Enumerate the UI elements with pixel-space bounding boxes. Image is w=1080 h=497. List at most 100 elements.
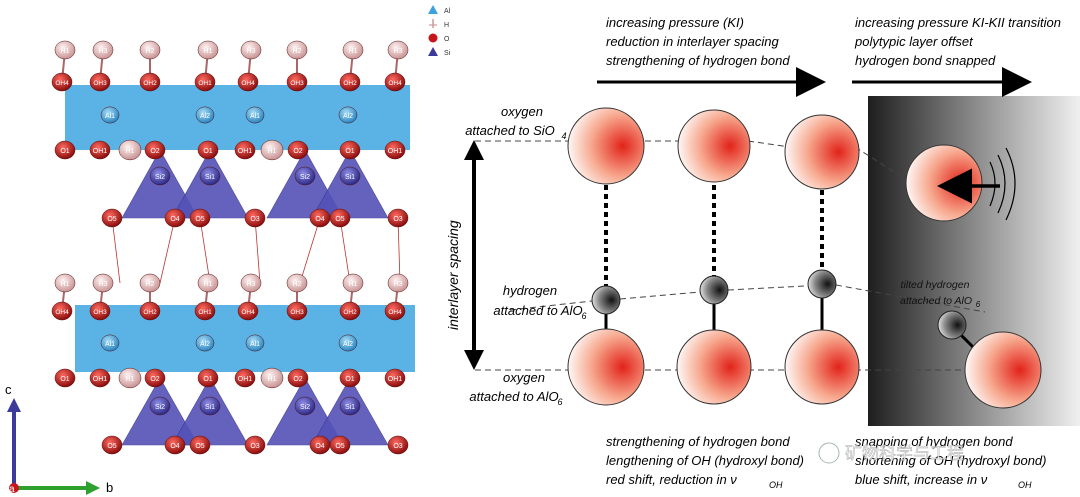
hydroxyl-oxygen-atom: OH4 bbox=[51, 301, 73, 321]
hydroxyl-oxygen-atom-label: OH2 bbox=[343, 309, 357, 316]
oxygen-atom-label: O3 bbox=[393, 443, 402, 450]
hydroxyl-oxygen-atom-label: OH3 bbox=[290, 80, 304, 87]
axis-label-a: a bbox=[9, 484, 15, 495]
octahedral-layer-bottom bbox=[75, 305, 415, 372]
oxygen-atom-label: O5 bbox=[195, 216, 204, 223]
header-right-line-1: increasing pressure KI-KII transition bbox=[855, 15, 1061, 30]
oxygen-atom-label: O4 bbox=[170, 443, 179, 450]
oxygen-alo6-4 bbox=[964, 331, 1042, 409]
oxygen-atom-label: OH1 bbox=[238, 148, 253, 155]
hydrogen-2 bbox=[699, 275, 729, 305]
silicon-atom: Si2 bbox=[294, 396, 316, 416]
oxygen-alo6-label-2: attached to AlO bbox=[469, 389, 558, 404]
hydrogen-atom-label: H3 bbox=[99, 281, 108, 288]
oxygen-atom: O5 bbox=[101, 435, 123, 455]
hydrogen-atom: H3 bbox=[92, 40, 114, 60]
oxygen-atom-label: O1 bbox=[60, 148, 69, 155]
hydrogen-atom-label: H1 bbox=[61, 48, 70, 55]
hydrogen-atom-label: H1 bbox=[349, 281, 358, 288]
footer-left-sub: OH bbox=[769, 480, 783, 490]
oxygen-atom: OH1 bbox=[384, 368, 406, 388]
hydrogen-atom: H1 bbox=[118, 367, 142, 389]
oxygen-atom-label: OH1 bbox=[388, 376, 403, 383]
hydrogen-1 bbox=[591, 285, 621, 315]
aluminum-atom-label: Al1 bbox=[105, 113, 115, 120]
aluminum-atom-label: Al1 bbox=[250, 113, 260, 120]
hydroxyl-oxygen-atom: OH2 bbox=[339, 72, 361, 92]
oxygen-atom-label: OH1 bbox=[238, 376, 253, 383]
hydrogen-atom-label: H2 bbox=[293, 48, 302, 55]
hydrogen-atom: H1 bbox=[342, 40, 364, 60]
hydrogen-atom: H2 bbox=[286, 273, 308, 293]
legend-item: H bbox=[429, 19, 449, 29]
oxygen-atom-label: O5 bbox=[107, 443, 116, 450]
hydroxyl-oxygen-atom: OH3 bbox=[286, 72, 308, 92]
oxygen-atom: O5 bbox=[101, 208, 123, 228]
hydrogen-atom-label: H3 bbox=[394, 48, 403, 55]
hydrogen-atom-label: H1 bbox=[349, 48, 358, 55]
header-left-line-1: increasing pressure (KI) bbox=[606, 15, 744, 30]
hydrogen-atom: H1 bbox=[54, 40, 76, 60]
vibration-waves-icon bbox=[989, 147, 1016, 221]
hydroxyl-oxygen-atom-label: OH1 bbox=[198, 80, 212, 87]
hydrogen-spheres bbox=[591, 269, 967, 340]
footer-left-line-2: lengthening of OH (hydroxyl bond) bbox=[606, 453, 804, 468]
hydrogen-atom-label: H3 bbox=[247, 281, 256, 288]
oxygen-sio4-label-2: attached to SiO bbox=[465, 123, 555, 138]
oxygen-atom-label: O3 bbox=[250, 443, 259, 450]
oxygen-atom: O5 bbox=[329, 208, 351, 228]
silicon-atom-label: Si2 bbox=[155, 404, 165, 411]
octahedral-layer-top bbox=[65, 85, 410, 150]
oxygen-atom: O2 bbox=[144, 140, 166, 160]
footer-right-line-1: snapping of hydrogen bond bbox=[855, 434, 1013, 449]
hydrogen-atom: H1 bbox=[342, 273, 364, 293]
aluminum-atom-label: Al2 bbox=[200, 341, 210, 348]
hydrogen-atom: H3 bbox=[387, 273, 409, 293]
oxygen-atom: O2 bbox=[287, 368, 309, 388]
oxygen-atom: O5 bbox=[329, 435, 351, 455]
interlayer-spacing-label: interlayer spacing bbox=[445, 220, 461, 330]
silicon-atom-label: Si1 bbox=[345, 404, 355, 411]
legend-item: Si bbox=[428, 47, 451, 57]
a-axis-dot-icon bbox=[9, 483, 19, 493]
aluminum-atom: Al1 bbox=[245, 334, 265, 352]
oxygen-atom: OH1 bbox=[234, 140, 256, 160]
hydroxyl-oxygen-atom: OH1 bbox=[194, 72, 216, 92]
aluminum-atom-label: Al2 bbox=[343, 341, 353, 348]
silicon-atom: Si1 bbox=[339, 396, 361, 416]
hydroxyl-oxygen-atom-label: OH1 bbox=[198, 309, 212, 316]
hydrogen-atom-label: H1 bbox=[61, 281, 70, 288]
hydroxyl-oxygen-atom-label: OH4 bbox=[55, 80, 69, 87]
aluminum-atom-label: Al2 bbox=[200, 113, 210, 120]
silicon-atom: Si1 bbox=[199, 166, 221, 186]
silicon-atom: Si2 bbox=[149, 396, 171, 416]
legend-item: O bbox=[428, 33, 450, 43]
oxygen-atom-label: OH1 bbox=[388, 148, 403, 155]
oxygen-atom: O1 bbox=[54, 140, 76, 160]
header-left-line-3: strengthening of hydrogen bond bbox=[606, 53, 790, 68]
hydrogen-atom: H2 bbox=[286, 40, 308, 60]
hydrogen-atom: H1 bbox=[197, 273, 219, 293]
watermark: 矿物科学与工程 bbox=[818, 442, 964, 464]
silicon-atom: Si2 bbox=[149, 166, 171, 186]
c-axis-arrow-icon bbox=[7, 398, 21, 412]
oxygen-atom-label: OH1 bbox=[93, 376, 108, 383]
oxygen-atom: O5 bbox=[189, 435, 211, 455]
hydroxyl-oxygen-atom-label: OH3 bbox=[290, 309, 304, 316]
crystal-axes: c b a bbox=[5, 382, 113, 495]
oxygen-atom: O1 bbox=[339, 140, 361, 160]
oxygen-atom: O4 bbox=[164, 435, 186, 455]
hydroxyl-oxygen-atom: OH3 bbox=[286, 301, 308, 321]
oxygen-atom-label: O4 bbox=[170, 216, 179, 223]
header-left-line-2: reduction in interlayer spacing bbox=[606, 34, 779, 49]
oxygen-atom-label: O2 bbox=[293, 376, 302, 383]
silicon-atom-label: Si2 bbox=[300, 404, 310, 411]
oxygen-atom: O5 bbox=[189, 208, 211, 228]
footer-left-line-1: strengthening of hydrogen bond bbox=[606, 434, 790, 449]
hydrogen-atom-label: H1 bbox=[204, 281, 213, 288]
hydroxyl-oxygen-atom: OH4 bbox=[237, 301, 259, 321]
oxygen-atom-label: O5 bbox=[107, 216, 116, 223]
oxygen-atom-label: O5 bbox=[335, 443, 344, 450]
aluminum-atom-label: Al1 bbox=[105, 341, 115, 348]
